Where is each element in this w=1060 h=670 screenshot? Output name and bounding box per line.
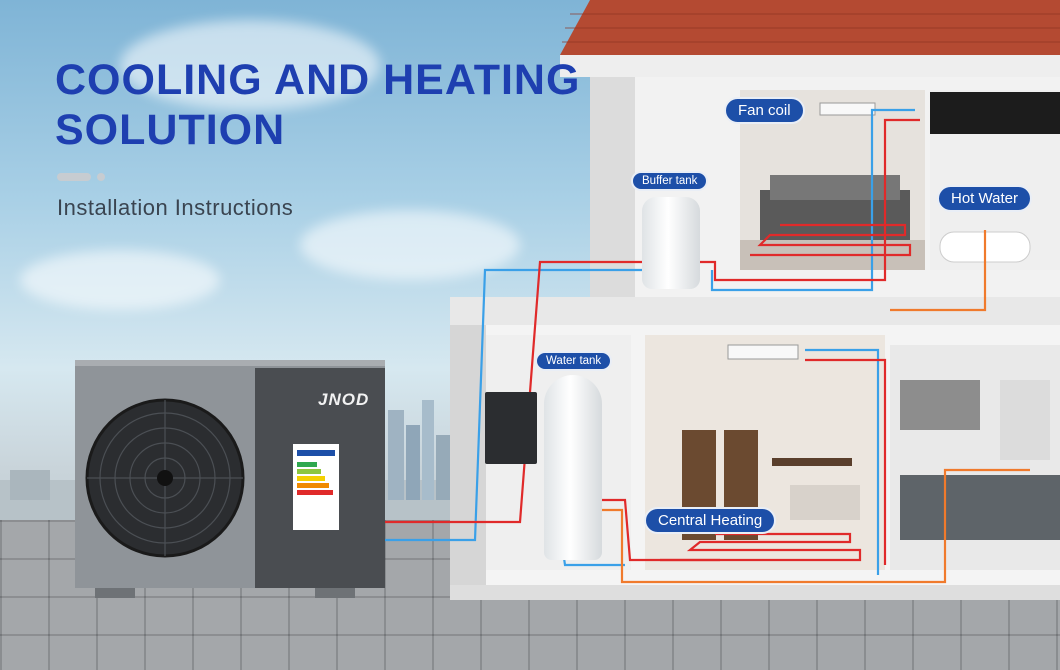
cloud (120, 20, 380, 110)
cold-pipe (380, 268, 642, 542)
label-water-tank: Water tank (535, 351, 613, 371)
cold-pipe (710, 108, 915, 292)
label-hot-water: Hot Water (937, 185, 1032, 212)
title-line-2: SOLUTION (55, 106, 286, 154)
underfloor-heating-loop (750, 223, 912, 257)
title-decoration (57, 168, 105, 186)
page-title: COOLING AND HEATING SOLUTION (55, 55, 580, 155)
hot-water-pipe (600, 468, 1030, 584)
label-buffer-tank: Buffer tank (631, 171, 709, 191)
cold-pipe (805, 348, 880, 575)
heat-pump-unit (75, 360, 385, 598)
water-tank (544, 375, 602, 560)
underfloor-heating-loop (660, 532, 862, 562)
buffer-tank (642, 197, 700, 289)
hydro-module (485, 392, 537, 464)
label-fan-coil: Fan coil (724, 97, 805, 124)
cloud (300, 210, 520, 280)
hot-pipe (805, 358, 887, 565)
hot-pipe (700, 118, 920, 282)
title-line-1: COOLING AND HEATING (55, 56, 581, 104)
fan-coil-unit (727, 344, 799, 360)
brand-logo: JNOD (318, 390, 370, 409)
cloud (20, 250, 220, 310)
subtitle: Installation Instructions (57, 195, 294, 220)
hot-water-pipe (890, 230, 987, 312)
label-central-heating: Central Heating (644, 507, 777, 534)
